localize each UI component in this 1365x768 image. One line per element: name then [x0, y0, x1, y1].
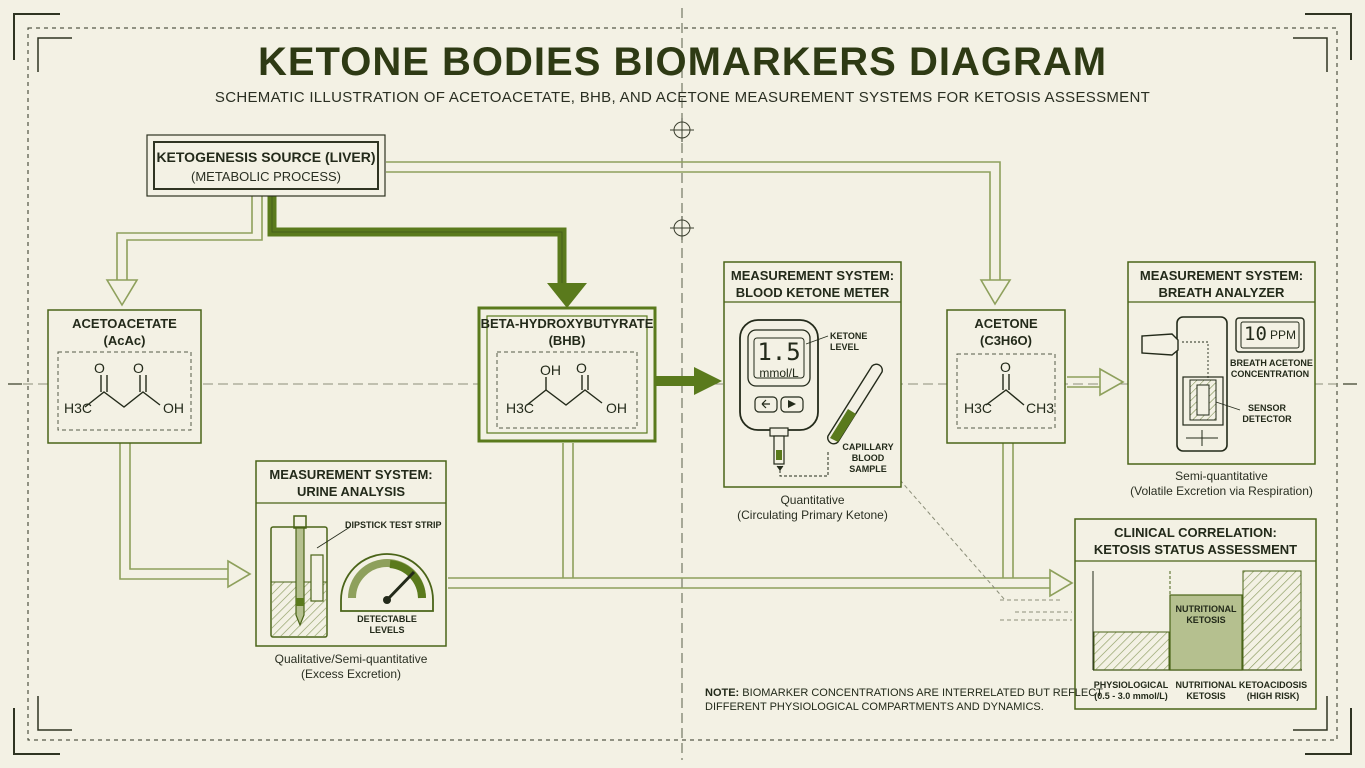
urine-caption-2: (Excess Excretion)	[300, 667, 402, 681]
breath-caption-2: (Volatile Excretion via Respiration)	[1130, 484, 1313, 498]
clinical-box	[1074, 518, 1317, 710]
blood-header-1: MEASUREMENT SYSTEM:	[730, 268, 895, 283]
bar-nutritional-ketosis	[1169, 594, 1243, 671]
category-nutritional-1: NUTRITIONAL	[1175, 680, 1237, 690]
clinical-header-1: CLINICAL CORRELATION:	[1114, 525, 1277, 540]
acetone-box	[946, 309, 1066, 444]
category-nutritional-2: KETOSIS	[1186, 691, 1226, 701]
arrow-to-clinical-correlation	[448, 443, 1074, 598]
blood-header-2: BLOOD KETONE METER	[735, 285, 890, 300]
arrow-source-to-acetoacetate	[105, 195, 263, 307]
acetone-structure	[985, 374, 1025, 406]
acetoacetate-abbr: (AcAc)	[103, 333, 146, 348]
acetoacetate-box	[47, 309, 202, 444]
breath-analyzer-box	[1127, 261, 1316, 465]
ketone-label-2: LEVEL	[830, 342, 860, 352]
clinical-bar-chart	[1093, 570, 1302, 671]
crosshair-icon	[670, 118, 694, 240]
gauge-icon	[340, 553, 434, 612]
bhb-h3c: H3C	[506, 400, 535, 416]
bhb-name: BETA-HYDROXYBUTYRATE	[480, 316, 654, 331]
bhb-abbr: (BHB)	[548, 333, 586, 348]
blood-sample-tube-icon	[776, 363, 883, 477]
breath-unit: PPM	[1270, 328, 1297, 342]
blood-reading: 1.5	[757, 338, 801, 366]
bar-physiological	[1093, 631, 1170, 671]
acetoacetate-o1: O	[94, 360, 105, 376]
arrow-acetone-to-breath	[1067, 367, 1125, 397]
category-physiological-1: PHYSIOLOGICAL	[1093, 680, 1169, 690]
urine-caption-1: Qualitative/Semi-quantitative	[274, 652, 428, 666]
source-box	[146, 134, 386, 197]
sensor-label-1: SENSOR	[1247, 403, 1286, 413]
bar-label-2: KETOSIS	[1186, 615, 1226, 625]
urine-cup-icon	[270, 515, 351, 638]
sample-label-2: BLOOD	[851, 453, 885, 463]
acetone-o: O	[1000, 359, 1011, 375]
note-line-1: BIOMARKER CONCENTRATIONS ARE INTERRELATE…	[742, 687, 1103, 699]
sensor-label-2: DETECTOR	[1242, 414, 1292, 424]
acetoacetate-name: ACETOACETATE	[72, 316, 177, 331]
footnote: NOTE: BIOMARKER CONCENTRATIONS ARE INTER…	[705, 686, 1103, 714]
breath-header-1: MEASUREMENT SYSTEM:	[1139, 268, 1304, 283]
source-title: KETOGENESIS SOURCE (LIVER)	[156, 149, 376, 165]
blood-caption-2: (Circulating Primary Ketone)	[737, 508, 888, 522]
arrow-source-to-acetone	[386, 161, 1012, 306]
concentration-label-1: BREATH ACETONE	[1230, 358, 1313, 368]
breath-device-icon	[1141, 316, 1241, 452]
gauge-label-2: LEVELS	[369, 625, 405, 635]
urine-header-1: MEASUREMENT SYSTEM:	[269, 467, 433, 482]
category-ketoacidosis-1: KETOACIDOSIS	[1238, 680, 1308, 690]
acetoacetate-h3c: H3C	[64, 400, 93, 416]
bar-label-1: NUTRITIONAL	[1175, 604, 1237, 614]
category-ketoacidosis-2: (HIGH RISK)	[1246, 691, 1300, 701]
source-subtitle: (METABOLIC PROCESS)	[190, 169, 341, 184]
acetone-name: ACETONE	[974, 316, 1038, 331]
note-prefix: NOTE:	[705, 687, 740, 699]
acetoacetate-o2: O	[133, 360, 144, 376]
bar-ketoacidosis	[1242, 570, 1302, 671]
sample-label-3: SAMPLE	[849, 464, 887, 474]
acetone-ch3: CH3	[1026, 400, 1055, 416]
category-physiological-2: (0.5 - 3.0 mmol/L)	[1094, 691, 1168, 701]
arrow-bhb-to-blood-meter	[656, 367, 722, 395]
bhb-oh-top: OH	[540, 362, 561, 378]
blood-caption-1: Quantitative	[780, 493, 845, 507]
breath-header-2: BREATH ANALYZER	[1158, 285, 1285, 300]
clinical-header-2: KETOSIS STATUS ASSESSMENT	[1093, 542, 1298, 557]
bhb-oh: OH	[606, 400, 627, 416]
breath-caption-1: Semi-quantitative	[1175, 469, 1268, 483]
urine-analysis-box	[255, 460, 447, 647]
acetone-h3c: H3C	[964, 400, 993, 416]
arrow-source-to-bhb	[267, 195, 587, 308]
breath-reading: 10	[1244, 323, 1267, 345]
acetoacetate-structure	[84, 375, 161, 408]
note-line-2: DIFFERENT PHYSIOLOGICAL COMPARTMENTS AND…	[705, 701, 1044, 713]
urine-header-2: URINE ANALYSIS	[296, 484, 406, 499]
sample-label-1: CAPILLARY	[842, 442, 894, 452]
blood-meter-box	[723, 261, 902, 488]
page-subtitle: SCHEMATIC ILLUSTRATION OF ACETOACETATE, …	[214, 89, 1151, 106]
acetone-formula: (C3H6O)	[979, 333, 1032, 348]
gauge-label-1: DETECTABLE	[357, 614, 417, 624]
acetoacetate-oh: OH	[163, 400, 184, 416]
bhb-box	[477, 306, 657, 443]
ketone-label-1: KETONE	[830, 331, 868, 341]
concentration-label-2: CONCENTRATION	[1230, 369, 1310, 379]
ppm-display-icon	[1235, 317, 1305, 353]
bhb-structure	[526, 375, 603, 406]
dipstick-label: DIPSTICK TEST STRIP	[345, 520, 442, 530]
bhb-o-top: O	[576, 360, 587, 376]
blood-unit: mmol/L	[759, 366, 799, 380]
glucometer-icon	[739, 319, 829, 465]
page-title: KETONE BODIES BIOMARKERS DIAGRAM	[257, 40, 1108, 84]
arrow-acetoacetate-to-urine	[119, 443, 252, 589]
